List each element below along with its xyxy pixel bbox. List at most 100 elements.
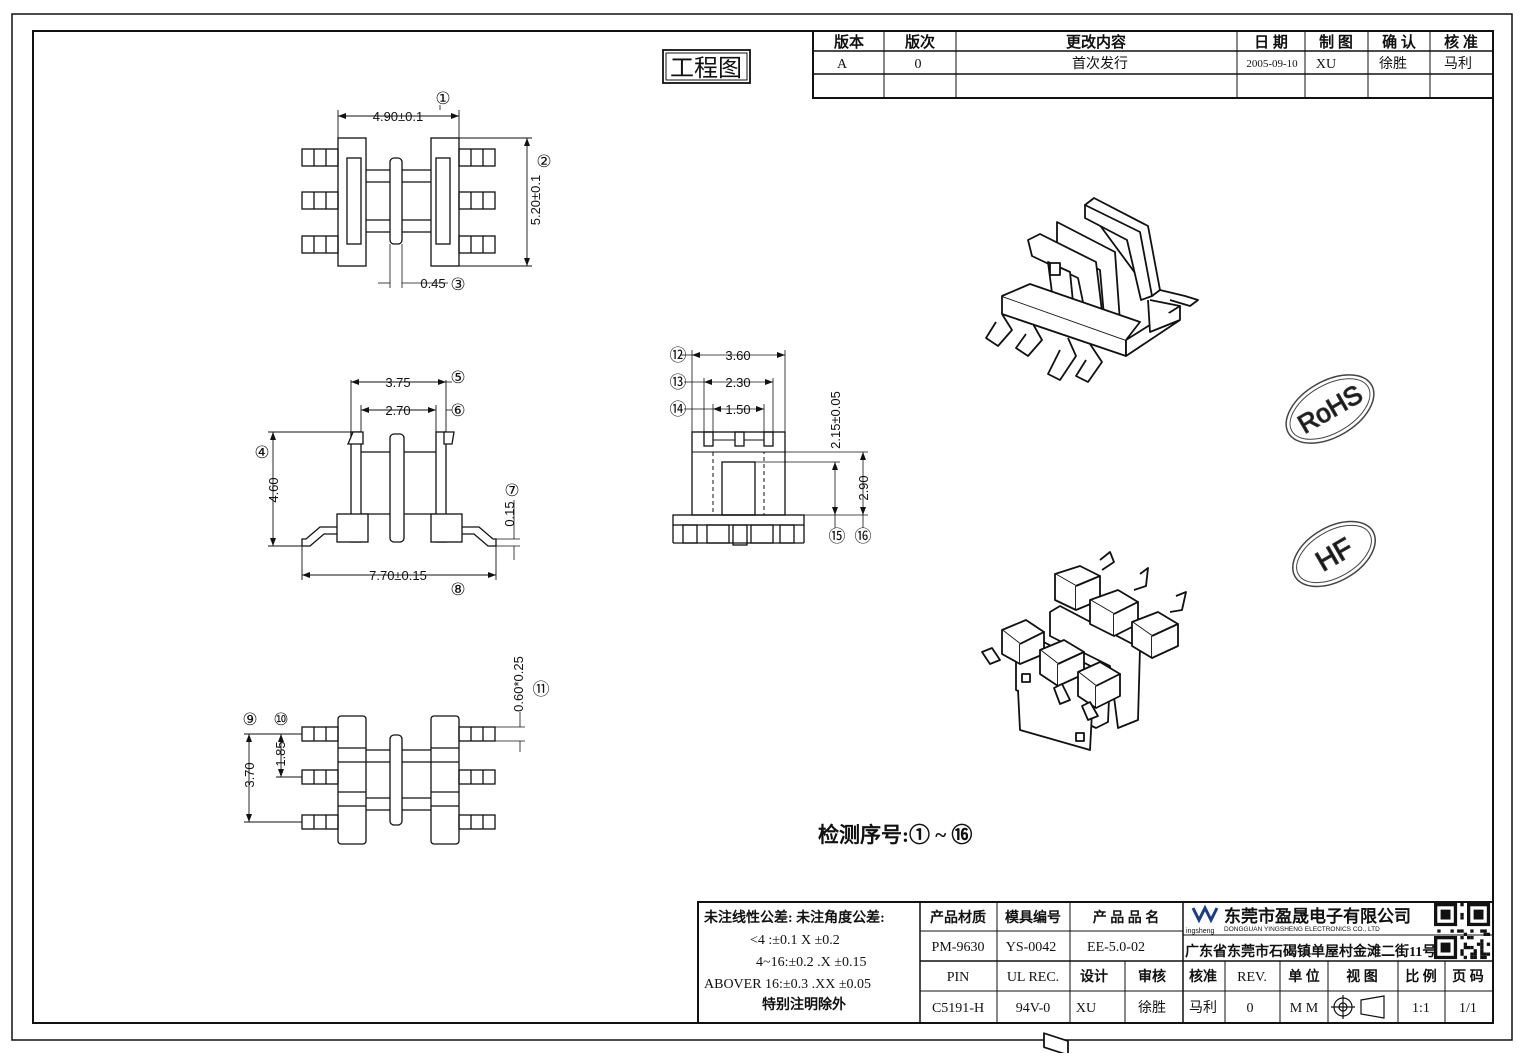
tb-header-rev: REV.	[1237, 970, 1267, 985]
dim-side-w3: 1.50	[725, 402, 750, 417]
rev-cell-date: 2005-09-10	[1246, 58, 1298, 70]
isometric-view-bottom	[981, 551, 1187, 1056]
company-name-en: DONGGUAN YINGSHENG ELECTRONICS CO., LTD	[1224, 926, 1380, 933]
dim-top-height: 5.20±0.1	[528, 175, 543, 226]
tb-header-view: 视 图	[1346, 968, 1378, 985]
side-view	[672, 350, 868, 546]
dim-front-width: 7.70±0.15	[369, 568, 427, 583]
bottom-view	[244, 712, 525, 845]
check-no-7: ⑦	[504, 481, 519, 500]
check-no-1: ①	[435, 89, 450, 108]
dim-side-h1: 2.15±0.05	[828, 391, 843, 449]
rev-header-confirm: 确 认	[1382, 33, 1417, 51]
projection-symbol-icon	[1331, 995, 1385, 1019]
tb-review: 徐胜	[1138, 1000, 1166, 1016]
dim-bottom-p1: 1.85	[273, 741, 288, 766]
check-no-5: ⑤	[450, 368, 465, 387]
title-block	[697, 901, 1494, 1024]
drawing-title: 工程图	[662, 49, 751, 84]
tb-header-material: 产品材质	[930, 909, 986, 926]
rev-cell-approve: 马利	[1444, 56, 1472, 72]
rev-cell-change: 首次发行	[1072, 56, 1128, 72]
check-no-16: ⑯	[855, 527, 872, 546]
rohs-stamp-text: RoHS	[1292, 379, 1367, 440]
company-name-cn: 东莞市盈晟电子有限公司	[1224, 906, 1411, 926]
revision-table: 版本 版次 更改内容 日 期 制 图 确 认 核 准 A 0 首次发行 2005…	[812, 30, 1494, 99]
check-no-10: ⑩	[273, 710, 288, 729]
check-no-2: ②	[536, 152, 551, 171]
dim-top-width: 4.90±0.1	[373, 109, 424, 124]
check-no-12: ⑫	[670, 346, 687, 365]
tb-page: 1/1	[1459, 1001, 1477, 1016]
inner-border	[32, 30, 1494, 1024]
dim-bottom-p2: 3.70	[242, 762, 257, 787]
company-address: 广东省东莞市石碣镇单屋村金滩二街11号	[1185, 943, 1436, 960]
company-logo-text: ingsheng	[1186, 928, 1215, 935]
tb-scale: 1:1	[1412, 1001, 1430, 1016]
dim-side-w2: 2.30	[725, 375, 750, 390]
isometric-view-top	[985, 197, 1199, 383]
dim-side-w1: 3.60	[725, 348, 750, 363]
hf-stamp: HF	[1292, 520, 1376, 588]
check-no-11: ⑪	[533, 680, 550, 699]
tb-header-pin: PIN	[947, 970, 970, 985]
tb-header-unit: 单 位	[1288, 968, 1320, 985]
check-no-6: ⑥	[450, 401, 465, 420]
check-no-8: ⑧	[450, 580, 465, 599]
tb-unit: M M	[1290, 1001, 1319, 1016]
rev-cell-confirm: 徐胜	[1379, 56, 1407, 72]
tb-header-page: 页 码	[1452, 969, 1484, 985]
check-no-14: ⑭	[670, 400, 687, 419]
check-no-4: ④	[254, 443, 269, 462]
tb-rev: 0	[1247, 1001, 1254, 1016]
dim-front-w2: 2.70	[385, 403, 410, 418]
rohs-stamp: RoHS	[1285, 374, 1375, 444]
check-no-3: ③	[450, 275, 465, 294]
dim-side-h2: 2.90	[856, 475, 871, 500]
tb-material: PM-9630	[932, 940, 985, 955]
top-view	[301, 105, 532, 288]
dim-front-thickness: 0.15	[502, 501, 517, 526]
rev-header-date: 日 期	[1254, 33, 1288, 51]
check-no-15: ⑮	[829, 527, 846, 546]
rev-header-version: 版本	[834, 33, 864, 51]
tolerance-title: 未注线性公差: 未注角度公差:	[704, 909, 885, 926]
tb-header-mold: 模具编号	[1005, 909, 1061, 926]
check-no-9: ⑨	[242, 710, 257, 729]
tb-mold: YS-0042	[1006, 940, 1057, 955]
outer-border	[11, 13, 1513, 1041]
tb-design: XU	[1076, 1001, 1096, 1016]
tolerance-line-4: 特别注明除外	[762, 996, 846, 1013]
tb-header-ul: UL REC.	[1007, 970, 1059, 985]
tb-header-approve: 核准	[1189, 968, 1217, 985]
rev-header-edition: 版次	[905, 33, 935, 51]
tb-header-design: 设计	[1080, 968, 1108, 985]
tolerance-line-3: ABOVER 16:±0.3 .XX ±0.05	[704, 977, 871, 992]
qr-code-icon	[1434, 903, 1491, 960]
tb-name: EE-5.0-02	[1087, 940, 1145, 955]
check-no-13: ⑬	[670, 373, 687, 392]
rev-cell-edition: 0	[915, 57, 922, 72]
rev-header-approve: 核 准	[1444, 33, 1478, 51]
front-view	[268, 379, 520, 580]
inspection-note: 检测序号:① ~ ⑯	[818, 823, 972, 847]
tb-header-name: 产 品 品 名	[1093, 909, 1160, 926]
rev-header-drawn: 制 图	[1319, 33, 1353, 51]
tb-approve: 马利	[1189, 1000, 1217, 1016]
dim-bottom-pin: 0.60*0.25	[511, 656, 526, 712]
tb-header-review: 审核	[1138, 968, 1166, 985]
tb-header-scale: 比 例	[1405, 968, 1437, 985]
dim-front-w1: 3.75	[385, 375, 410, 390]
title-text: 工程图	[670, 55, 742, 82]
dim-front-height: 4.60	[266, 477, 281, 502]
tolerance-line-2: 4~16:±0.2 .X ±0.15	[756, 955, 866, 970]
dim-top-slot: 0.45	[420, 276, 445, 291]
tb-pin: C5191-H	[932, 1001, 984, 1016]
company-logo: ingsheng	[1186, 904, 1219, 935]
rev-header-change: 更改内容	[1066, 33, 1126, 51]
rev-cell-version: A	[837, 57, 848, 72]
tb-ul: 94V-0	[1016, 1001, 1051, 1016]
tolerance-line-1: <4 :±0.1 X ±0.2	[750, 933, 840, 948]
